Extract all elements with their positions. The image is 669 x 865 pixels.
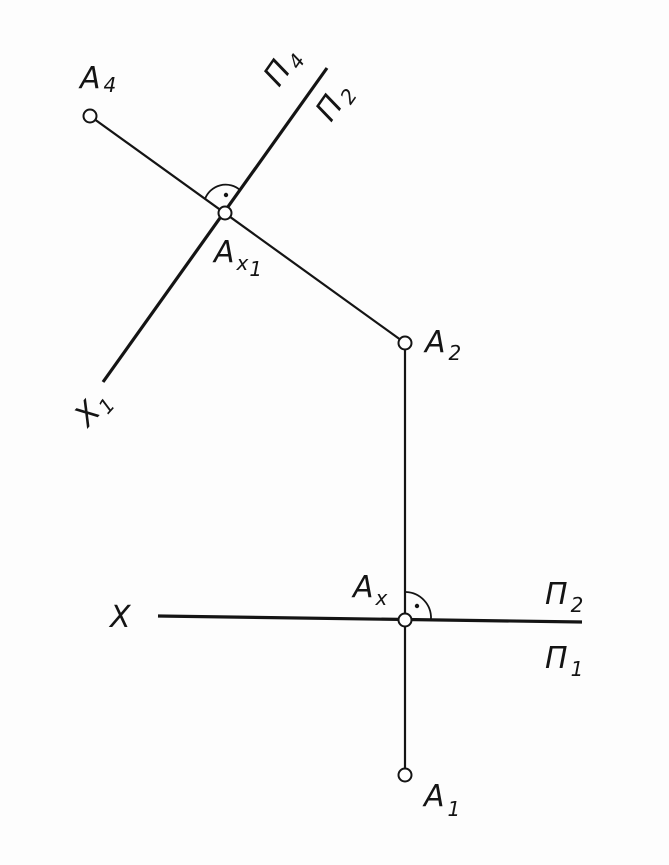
label-x1: X1 [67,384,120,437]
right-angle-dot-ax1 [223,192,229,198]
axis-x-line [157,614,583,624]
point-a4 [82,108,98,124]
label-x: X [108,600,132,635]
point-ax [397,612,413,628]
point-ax1 [217,205,233,221]
axis-x1-line [101,67,329,383]
link-line-a4-a2 [89,115,406,344]
point-a1 [397,767,413,783]
point-a2 [397,335,413,351]
right-angle-dot-ax [414,603,420,609]
right-angle-mark-ax [405,591,432,620]
label-p4-top: П4 [257,41,310,94]
right-angle-mark-ax1 [204,183,241,200]
